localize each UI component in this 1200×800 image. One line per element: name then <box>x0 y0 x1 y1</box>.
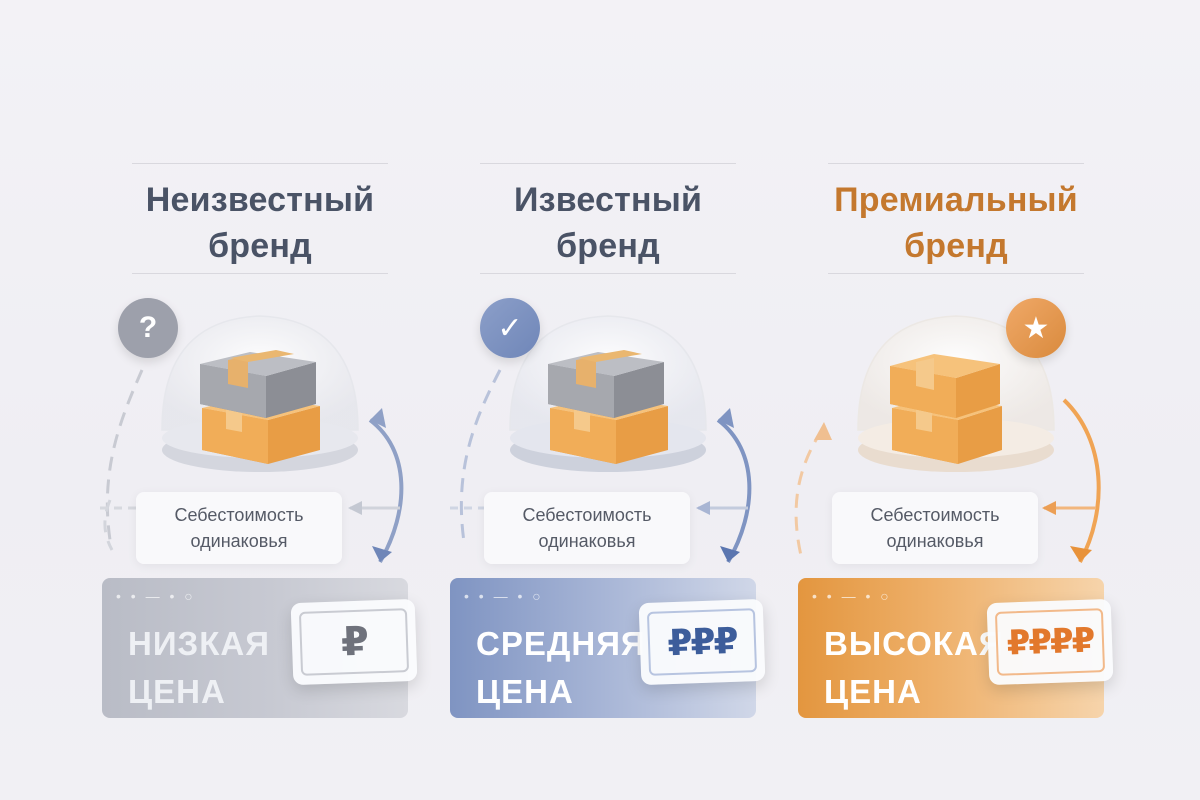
price-label: НИЗКАЯ ЦЕНА <box>128 620 270 716</box>
column-premium-brand: Премиальный бренд <box>776 0 1136 800</box>
cost-line: Себестоимость <box>174 505 304 525</box>
title-line: Неизвестный <box>145 181 375 219</box>
price-ticket: ₽₽₽ <box>638 598 766 686</box>
currency-symbol: ₽₽₽₽ <box>994 608 1106 676</box>
price-line: ЦЕНА <box>128 673 226 710</box>
divider <box>132 273 388 274</box>
column-unknown-brand: Неизвестный бренд <box>80 0 440 800</box>
cost-line: одинаковья <box>538 531 636 551</box>
arrow-head <box>696 501 710 515</box>
cost-line: Себестоимость <box>522 505 652 525</box>
dashed-arrow <box>794 429 824 561</box>
box-orange-upper <box>890 354 1000 418</box>
cost-label: Себестоимость одинаковья <box>484 492 690 564</box>
arrow-loop <box>1062 398 1101 563</box>
column-known-brand: Известный бренд <box>428 0 788 800</box>
currency-symbol: ₽ <box>298 608 410 676</box>
price-label: ВЫСОКАЯ ЦЕНА <box>824 620 1004 716</box>
cost-line: Себестоимость <box>870 505 1000 525</box>
column-title: Неизвестный бренд <box>80 177 440 269</box>
title-line: бренд <box>556 227 660 265</box>
arrow-head <box>718 408 734 428</box>
arrow-loop <box>368 418 404 563</box>
price-ticket: ₽ <box>290 598 418 686</box>
dashed-arrow <box>105 369 144 541</box>
arrow-head <box>372 546 392 562</box>
dots-decoration: • • — • ○ <box>116 588 196 604</box>
arrow-head <box>370 408 386 428</box>
arrow-head <box>1070 546 1092 562</box>
cost-line: одинаковья <box>886 531 984 551</box>
price-ticket: ₽₽₽₽ <box>986 598 1114 686</box>
cost-label: Себестоимость одинаковья <box>136 492 342 564</box>
product-illustration <box>794 315 1101 563</box>
column-title: Премиальный бренд <box>776 177 1136 269</box>
arrow-loop <box>716 418 752 563</box>
product-illustration <box>100 315 404 563</box>
title-line: Премиальный <box>834 181 1078 219</box>
question-icon: ? <box>118 298 178 358</box>
arrow-head <box>348 501 362 515</box>
divider <box>480 163 736 164</box>
price-line: НИЗКАЯ <box>128 625 270 662</box>
column-title: Известный бренд <box>428 177 788 269</box>
cost-label: Себестоимость одинаковья <box>832 492 1038 564</box>
star-icon: ★ <box>1006 298 1066 358</box>
arrow-head <box>1042 501 1056 515</box>
price-line: ЦЕНА <box>824 673 922 710</box>
divider <box>132 163 388 164</box>
divider <box>828 273 1084 274</box>
price-line: ЦЕНА <box>476 673 574 710</box>
box-grey <box>200 350 316 418</box>
price-line: ВЫСОКАЯ <box>824 625 1004 662</box>
price-line: СРЕДНЯЯ <box>476 625 646 662</box>
divider <box>828 163 1084 164</box>
arrow-head <box>720 546 740 562</box>
box-grey <box>548 350 664 418</box>
arrow-head <box>814 422 832 440</box>
product-illustration <box>450 315 752 563</box>
title-line: Известный <box>513 181 703 219</box>
check-icon: ✓ <box>480 298 540 358</box>
divider <box>480 273 736 274</box>
cost-line: одинаковья <box>190 531 288 551</box>
price-label: СРЕДНЯЯ ЦЕНА <box>476 620 646 716</box>
title-line: бренд <box>208 227 312 265</box>
dots-decoration: • • — • ○ <box>812 588 892 604</box>
dots-decoration: • • — • ○ <box>464 588 544 604</box>
dashed-arrow <box>103 499 114 551</box>
title-line: бренд <box>904 227 1008 265</box>
currency-symbol: ₽₽₽ <box>646 608 758 676</box>
